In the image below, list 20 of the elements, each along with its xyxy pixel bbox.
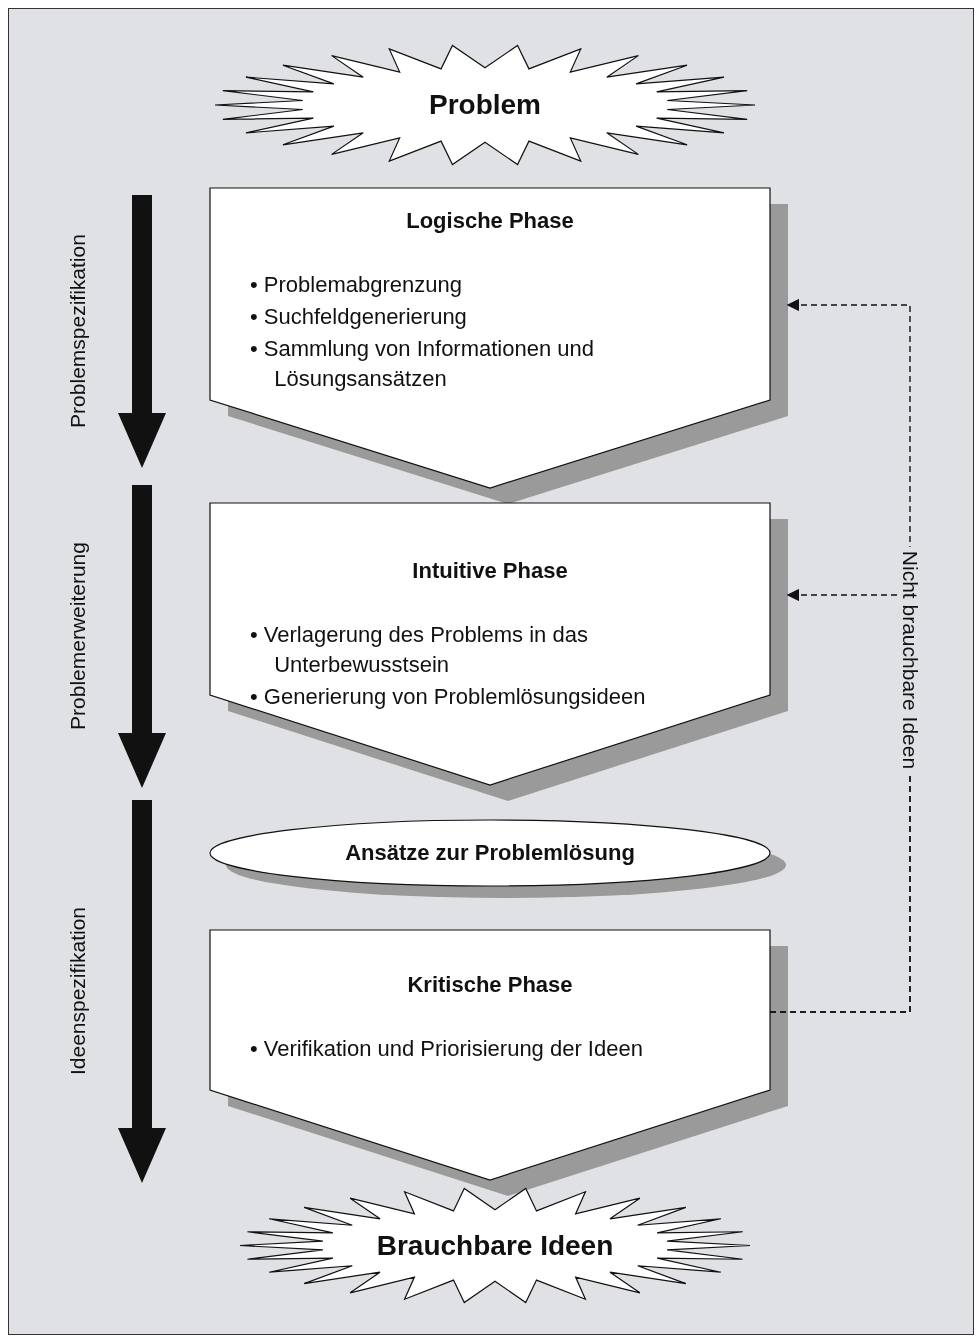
bullet-item: • Sammlung von Informationen und Lösungsansätzen xyxy=(250,335,595,393)
bullet-item: • Problemabgrenzung xyxy=(250,271,463,299)
phase-heading: Logische Phase xyxy=(405,208,575,234)
bullet-item: • Verifikation und Priorisierung der Ideen xyxy=(250,1035,644,1063)
chevron-box xyxy=(210,188,788,504)
starburst-shape xyxy=(240,1188,750,1303)
chevron-box xyxy=(210,503,788,801)
phase-heading: Kritische Phase xyxy=(406,972,574,998)
node-title: Problem xyxy=(428,89,542,121)
node-title: Brauchbare Ideen xyxy=(375,1229,615,1262)
starburst-shape xyxy=(215,45,755,165)
bullet-item: • Generierung von Problemlösungsideen xyxy=(250,683,647,711)
phase-direction-label: Problemspezifikation xyxy=(66,234,90,428)
phase-direction-label: Problemerweiterung xyxy=(66,542,90,730)
bullet-item: • Suchfeldgenerierung xyxy=(250,303,468,331)
bullet-item: • Verlagerung des Problems in das Unterbewusstsein xyxy=(250,621,589,679)
phase-direction-label: Ideenspezifikation xyxy=(66,906,90,1076)
node-title: Ansätze zur Problemlösung xyxy=(344,840,636,866)
phase-heading: Intuitive Phase xyxy=(411,558,569,584)
chevron-box xyxy=(210,930,788,1196)
